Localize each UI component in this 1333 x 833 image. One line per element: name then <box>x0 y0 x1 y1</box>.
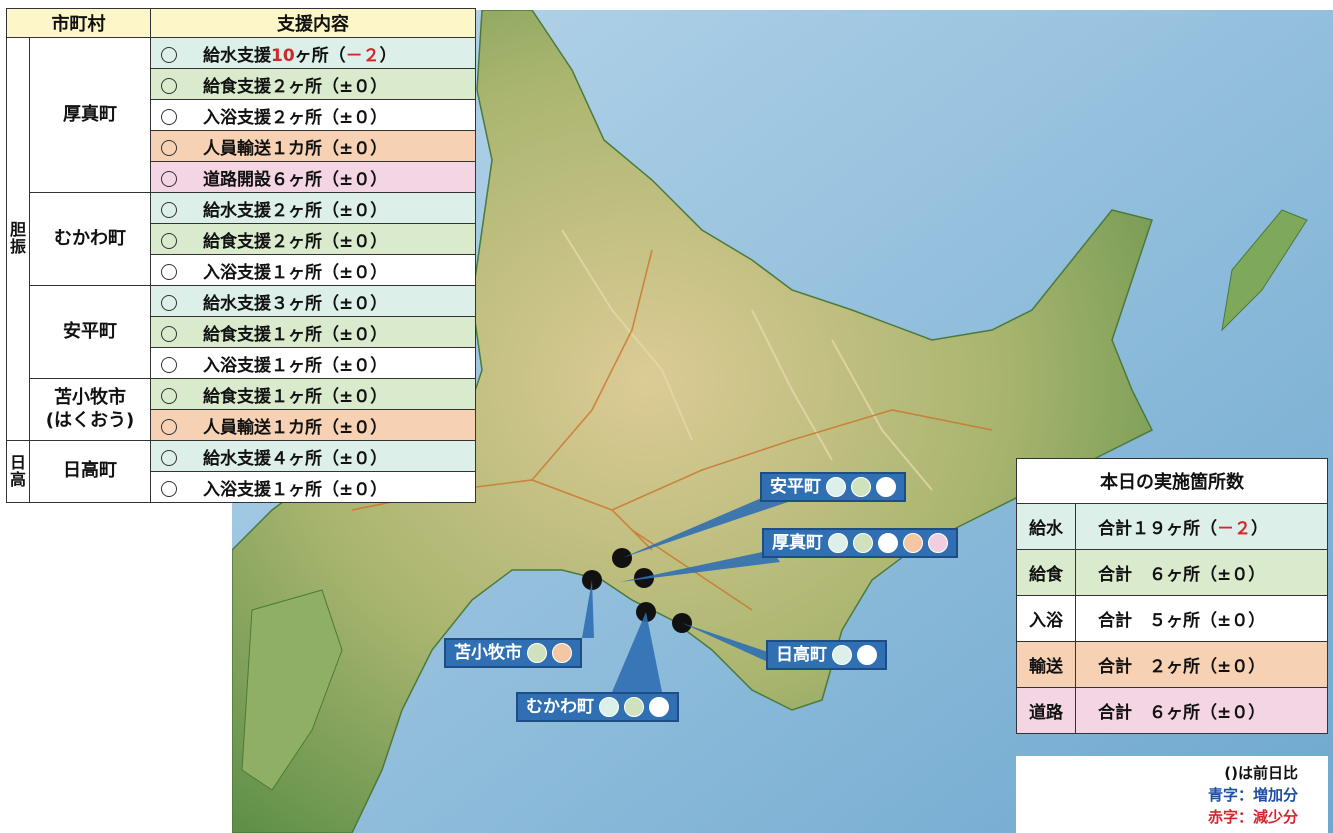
shiretoko-peninsula <box>1221 209 1308 332</box>
bath-dot-icon <box>876 477 896 497</box>
table-row: 給水支援10ヶ所（－２） <box>150 37 476 69</box>
table-row: 給水支援３ヶ所（±０） <box>150 285 476 317</box>
table-row: 給食 合計 ６ヶ所（±０） <box>1016 549 1328 596</box>
table-row: 入浴支援１ヶ所（±０） <box>150 347 476 379</box>
callout-label: 苫小牧市 <box>454 643 522 663</box>
table-row: 給水 合計１９ヶ所（－２） <box>1016 503 1328 550</box>
leader-abira <box>622 490 788 558</box>
table-row: 入浴 合計 ５ヶ所（±０） <box>1016 595 1328 642</box>
leader-hidaka <box>682 623 768 662</box>
circle-icon <box>161 77 177 94</box>
circle-icon <box>161 46 177 63</box>
callout-mukawa: むかわ町 <box>516 692 679 722</box>
leader-tomakomai <box>582 580 594 638</box>
table-row: 給食支援１ヶ所（±０） <box>150 378 476 410</box>
callout-abira: 安平町 <box>760 472 906 502</box>
food-dot-icon <box>853 533 873 553</box>
leader-mukawa <box>612 612 662 692</box>
table-row: 給食支援１ヶ所（±０） <box>150 316 476 348</box>
note-increase: 青字：増加分 <box>1207 786 1298 804</box>
circle-icon <box>161 108 177 125</box>
mountain-ridges <box>561 229 933 491</box>
table-row: 入浴支援１ヶ所（±０） <box>150 254 476 286</box>
table-row: 人員輸送１カ所（±０） <box>150 409 476 441</box>
food-dot-icon <box>527 643 547 663</box>
region-iburi: 胆振 <box>6 37 30 441</box>
town-mukawa: むかわ町 <box>29 192 151 286</box>
callout-atsuma: 厚真町 <box>762 528 958 558</box>
food-dot-icon <box>851 477 871 497</box>
table-row: 給食支援２ヶ所（±０） <box>150 68 476 100</box>
circle-icon <box>161 449 177 466</box>
note-comparison: ()は前日比 <box>1224 764 1298 782</box>
table-row: 給水支援２ヶ所（±０） <box>150 192 476 224</box>
callout-label: 日高町 <box>776 645 827 665</box>
water-dot-icon <box>832 645 852 665</box>
transport-dot-icon <box>552 643 572 663</box>
bath-dot-icon <box>857 645 877 665</box>
circle-icon <box>161 139 177 156</box>
circle-icon <box>161 201 177 218</box>
region-hidaka: 日高 <box>6 440 30 503</box>
table-row: 給水支援４ヶ所（±０） <box>150 440 476 472</box>
oshima-peninsula <box>241 589 343 791</box>
town-abira: 安平町 <box>29 285 151 379</box>
bath-dot-icon <box>649 697 669 717</box>
header-content: 支援内容 <box>150 8 476 38</box>
town-tomakomai: 苫小牧市(はくおう) <box>29 378 151 441</box>
support-table: 市町村 支援内容 胆振 厚真町 給水支援10ヶ所（－２） 給食支援２ヶ所（±０）… <box>6 8 476 503</box>
note-decrease: 赤字：減少分 <box>1207 808 1298 826</box>
table-row: 給食支援２ヶ所（±０） <box>150 223 476 255</box>
callout-tomakomai: 苫小牧市 <box>444 638 582 668</box>
table-row: 輸送 合計 ２ヶ所（±０） <box>1016 641 1328 688</box>
callout-label: むかわ町 <box>526 697 594 717</box>
circle-icon <box>161 387 177 404</box>
circle-icon <box>161 325 177 342</box>
legend-notes: ()は前日比 青字：増加分 赤字：減少分 <box>1016 756 1328 833</box>
town-atsuma: 厚真町 <box>29 37 151 193</box>
bath-dot-icon <box>878 533 898 553</box>
circle-icon <box>161 418 177 435</box>
roads <box>351 249 993 611</box>
table-row: 入浴支援２ヶ所（±０） <box>150 99 476 131</box>
totals-title: 本日の実施箇所数 <box>1016 458 1328 504</box>
food-dot-icon <box>624 697 644 717</box>
table-row: 道路開設６ヶ所（±０） <box>150 161 476 193</box>
town-hidaka: 日高町 <box>29 440 151 503</box>
table-row: 人員輸送１カ所（±０） <box>150 130 476 162</box>
water-dot-icon <box>826 477 846 497</box>
callout-label: 厚真町 <box>772 533 823 553</box>
leader-atsuma <box>620 550 780 582</box>
circle-icon <box>161 356 177 373</box>
circle-icon <box>161 263 177 280</box>
circle-icon <box>161 170 177 187</box>
water-dot-icon <box>599 697 619 717</box>
callout-label: 安平町 <box>770 477 821 497</box>
circle-icon <box>161 294 177 311</box>
circle-icon <box>161 232 177 249</box>
table-row: 入浴支援１ヶ所（±０） <box>150 471 476 503</box>
totals-table: 本日の実施箇所数 給水 合計１９ヶ所（－２） 給食 合計 ６ヶ所（±０） 入浴 … <box>1016 458 1328 734</box>
water-dot-icon <box>828 533 848 553</box>
callout-hidaka: 日高町 <box>766 640 887 670</box>
transport-dot-icon <box>903 533 923 553</box>
table-row: 道路 合計 ６ヶ所（±０） <box>1016 687 1328 734</box>
circle-icon <box>161 480 177 497</box>
road-dot-icon <box>928 533 948 553</box>
header-municipality: 市町村 <box>6 8 151 38</box>
